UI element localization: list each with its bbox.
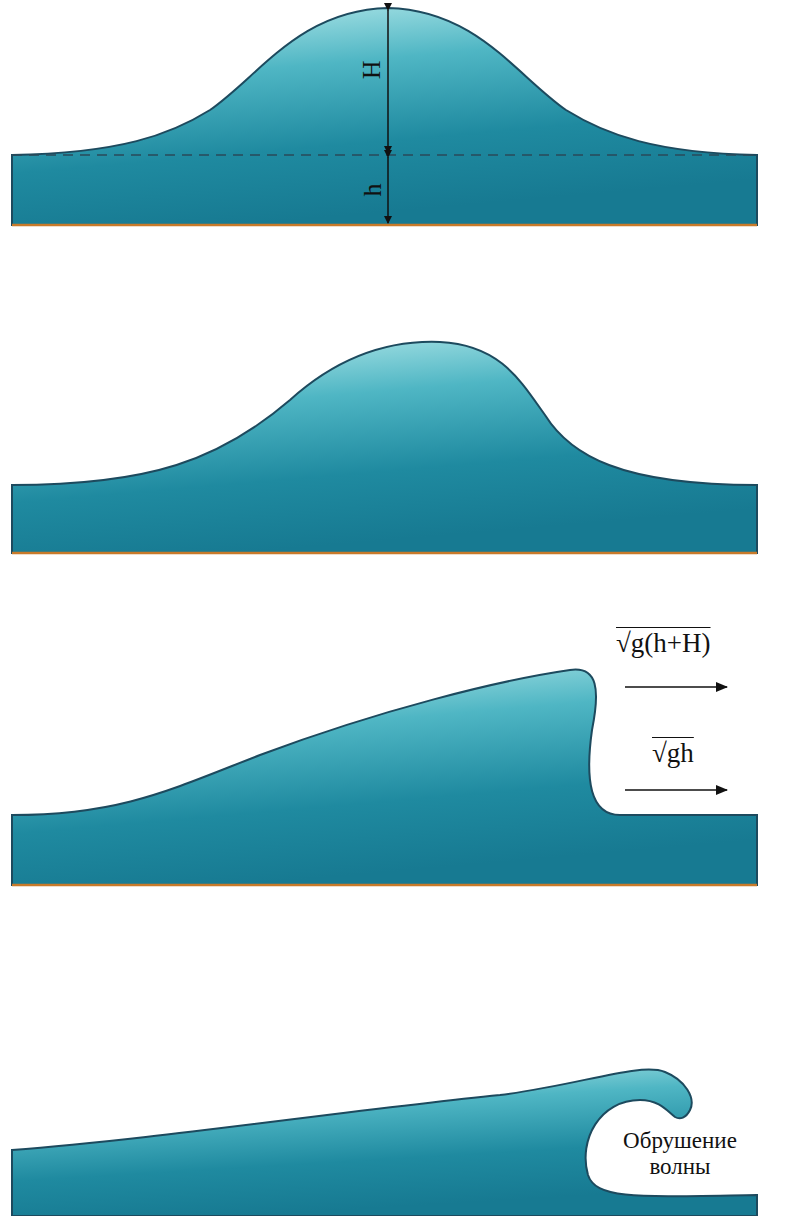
- wave-hump: [12, 8, 757, 225]
- depth-label: h: [357, 183, 387, 196]
- breaking-label: Обрушение волны: [605, 1128, 755, 1181]
- sea-floor: [12, 552, 757, 555]
- velocity-arrow: [625, 789, 727, 791]
- velocity-arrow: [625, 686, 727, 688]
- base-speed: √gh: [652, 738, 694, 769]
- dimension-line: [387, 157, 389, 223]
- height-label: H: [357, 61, 387, 80]
- wave-steepening: [12, 342, 757, 553]
- dimension-line: [387, 10, 389, 153]
- crest-speed: √g(h+H): [616, 628, 711, 659]
- wave-front: [12, 670, 757, 885]
- still-level: [12, 154, 757, 156]
- sea-floor: [12, 884, 757, 887]
- wave-breaking: [12, 1070, 757, 1216]
- sea-floor: [12, 224, 757, 227]
